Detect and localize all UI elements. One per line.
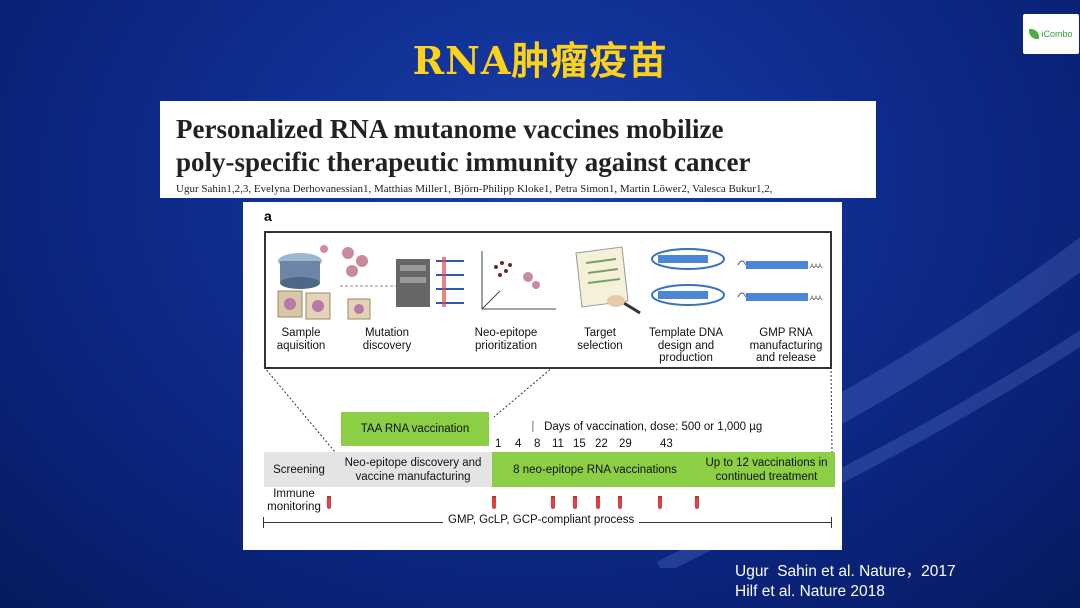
logo-text: iCombo [1041,29,1073,39]
step-label: Sample aquisition [276,327,326,352]
day-number: 22 [595,438,608,450]
paper-title-line2: poly-specific therapeutic immunity again… [176,147,751,177]
citations: Ugur Sahin et al. Nature，2017 Hilf et al… [735,562,956,602]
mutation-discovery-illustration [340,247,464,320]
target-selection-illustration [575,246,641,315]
step-template-dna: Template DNA design and production [644,327,728,365]
immune-monitoring-label: Immune monitoring [267,488,321,513]
day-number: 43 [660,438,673,450]
panel-letter: a [264,208,272,224]
step-mutation-discovery: Mutation discovery [352,327,422,352]
svg-text:AAA: AAA [810,296,822,302]
continued-treatment-bar: Up to 12 vaccinations in continued treat… [698,452,835,487]
step-target-selection: Target selection [568,327,632,352]
blood-tube-icon [618,496,622,509]
step-gmp-rna: GMP RNA manufacturing and release [744,327,828,365]
step-neo-epitope-prioritization: Neo-epitope prioritization [462,327,550,352]
step-label: Template DNA design and production [648,327,724,364]
day-number: 15 [573,438,586,450]
neo-epitope-prioritization-illustration [481,251,556,310]
leaf-icon [1029,29,1040,39]
screening-bar: Screening [264,452,334,487]
blood-tube-icon [658,496,662,509]
step-label: Neo-epitope prioritization [474,327,538,352]
pipeline-box: AAA AAA Sample aquisition Mutation disco… [264,231,832,369]
paper-title-line1: Personalized RNA mutanome vaccines mobil… [176,114,724,144]
neo-vaccinations-bar: 8 neo-epitope RNA vaccinations [492,452,698,487]
days-header: ⟋Days of vaccination, dose: 500 or 1,000… [527,420,763,434]
blood-tube-icon [573,496,577,509]
template-dna-illustration [651,248,725,306]
blood-tube-icon [695,496,699,509]
paper-title: Personalized RNA mutanome vaccines mobil… [176,113,866,179]
icombo-logo: iCombo [1023,14,1079,54]
discovery-bar: Neo-epitope discovery and vaccine manufa… [334,452,492,487]
days-header-text: Days of vaccination, dose: 500 or 1,000 … [544,421,763,433]
blood-tube-icon [492,496,496,509]
citation-line2: Hilf et al. Nature 2018 [735,583,885,600]
zoom-connectors [263,367,833,453]
day-number: 29 [619,438,632,450]
step-label: Mutation discovery [362,327,412,352]
blood-tube-icon [596,496,600,509]
taa-rna-vaccination-bar: TAA RNA vaccination [341,412,489,446]
day-number: 11 [552,438,564,450]
gmp-rna-illustration: AAA AAA [737,260,822,302]
svg-text:AAA: AAA [810,264,822,270]
blood-tube-icon [327,496,331,509]
sample-acquisition-illustration [277,245,331,320]
process-line-start-cap [263,517,264,528]
paper-header: Personalized RNA mutanome vaccines mobil… [160,101,876,198]
citation-line1: Ugur Sahin et al. Nature，2017 [735,563,956,580]
blood-tube-icon [551,496,555,509]
day-number: 4 [515,438,522,450]
step-label: Target selection [577,327,623,352]
slide-title: RNA肿瘤疫苗 [412,38,668,83]
paper-authors: Ugur Sahin1,2,3, Evelyna Derhovanessian1… [176,183,773,195]
process-label: GMP, GcLP, GCP-compliant process [443,514,640,526]
step-sample-acquisition: Sample aquisition [272,327,330,352]
vaccine-figure: a [243,202,842,550]
process-line-end-cap [831,517,832,528]
day-number: 8 [534,438,541,450]
day-number: 1 [495,438,502,450]
step-label: GMP RNA manufacturing and release [749,327,823,364]
